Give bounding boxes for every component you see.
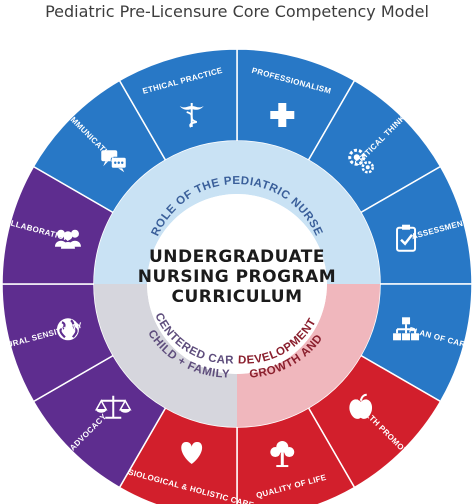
segment-critical-thinking: CRITICAL THINKING xyxy=(307,79,442,214)
caduceus-icon xyxy=(179,102,204,128)
center-line-3: CURRICULUM xyxy=(171,287,302,307)
segment-health-promotion: HEALTH PROMOTION xyxy=(307,354,442,489)
tree-icon xyxy=(270,441,295,468)
clipboard-check-icon xyxy=(396,224,417,252)
segment-cultural-sensitivity: CULTURAL SENSITIVITY xyxy=(0,283,115,403)
globe-icon xyxy=(56,318,79,341)
diagram-title: Pediatric Pre-Licensure Core Competency … xyxy=(45,2,429,21)
segment-quality-of-life: QUALITY OF LIFE xyxy=(236,406,356,504)
heart-icon xyxy=(181,441,203,465)
people-icon xyxy=(54,229,81,249)
center-line-2: NURSING PROGRAM xyxy=(138,267,336,287)
chat-icon xyxy=(101,150,127,173)
gears-icon xyxy=(348,148,374,174)
segment-assessment: ASSESSMENT xyxy=(359,165,473,285)
segment-wedge xyxy=(118,48,238,162)
ring-child-family-centered-care xyxy=(94,284,237,427)
center-line-1: UNDERGRADUATE xyxy=(149,247,325,267)
segment-professionalism: PROFESSIONALISM xyxy=(236,48,356,162)
apple-icon xyxy=(349,393,373,419)
segment-ethical-practice: ETHICAL PRACTICE xyxy=(118,48,238,162)
segment-physiological-holistic-care: PHYSIOLOGICAL & HOLISTIC CARE xyxy=(110,406,255,504)
scales-icon xyxy=(94,395,132,419)
ring-role-of-pediatric-nurse xyxy=(94,141,380,284)
segment-wedge xyxy=(236,406,356,504)
hierarchy-icon xyxy=(393,317,420,341)
plus-icon xyxy=(270,102,295,127)
middle-ring xyxy=(94,141,380,427)
segment-collaboration: COLLABORATION xyxy=(0,165,115,285)
ring-growth-and-development xyxy=(237,284,380,427)
center-circle xyxy=(147,194,327,374)
segment-advocacy: ADVOCACY xyxy=(32,354,167,489)
